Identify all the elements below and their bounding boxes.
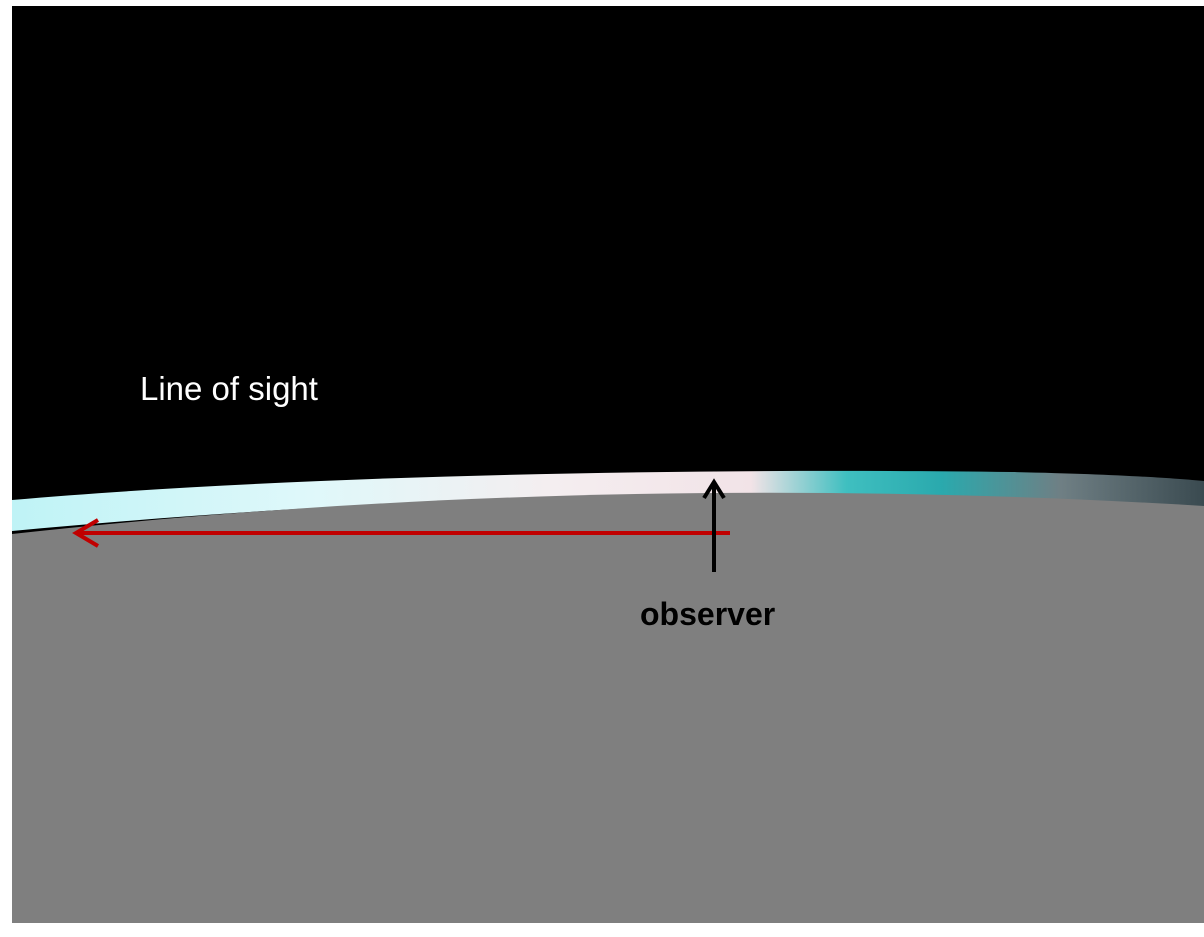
- diagram-slide: Line of sight observer: [12, 6, 1204, 923]
- line-of-sight-label: Line of sight: [140, 370, 318, 407]
- observer-label: observer: [640, 596, 776, 632]
- earth-limb-scene: [12, 470, 1204, 923]
- observer-arrow: [702, 478, 726, 572]
- earth-surface: [12, 492, 1204, 923]
- atmosphere-band: [12, 470, 1204, 531]
- line-of-sight-arrow: [72, 518, 730, 548]
